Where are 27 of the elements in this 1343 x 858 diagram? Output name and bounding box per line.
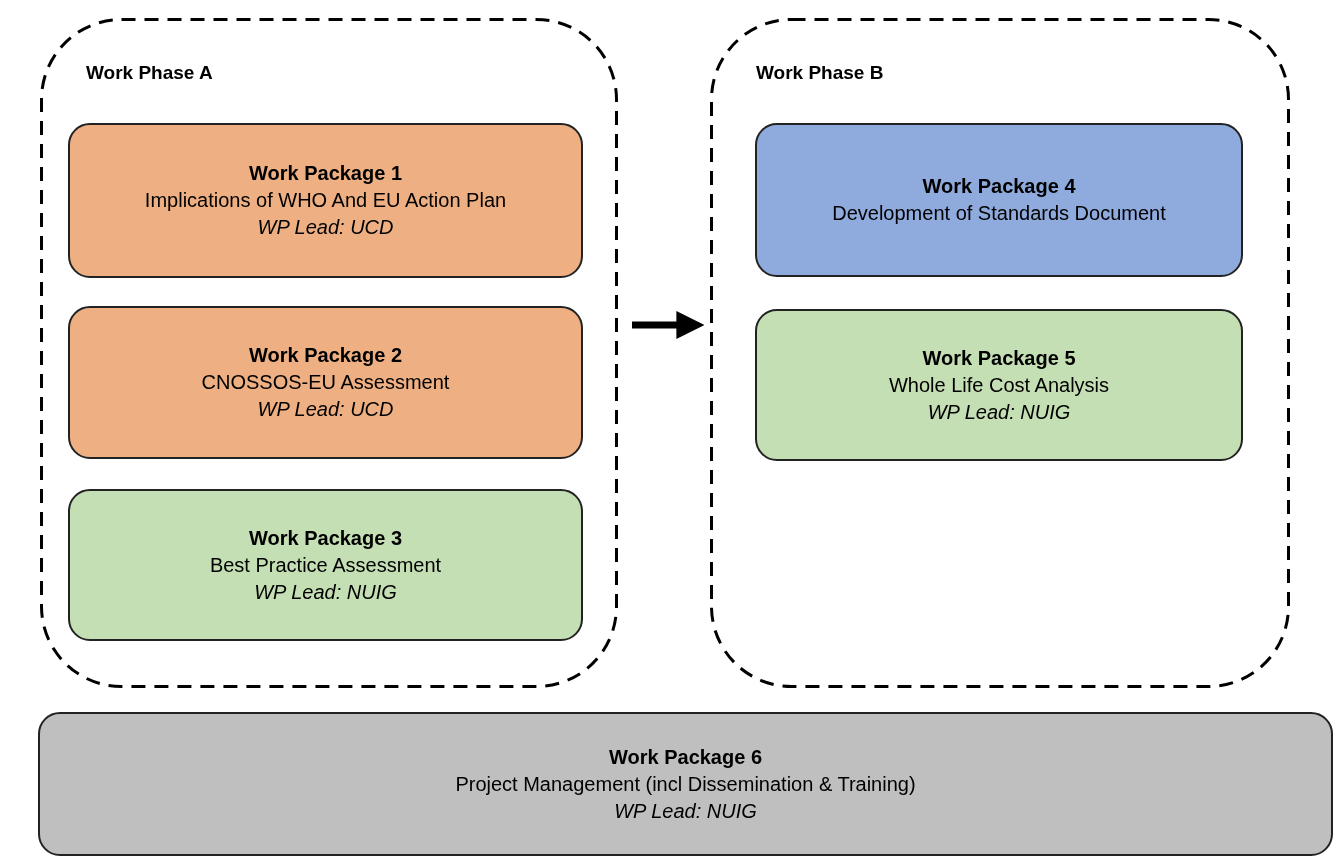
package-title: Work Package 4 — [922, 174, 1076, 199]
package-description: Implications of WHO And EU Action Plan — [144, 188, 507, 213]
phase-title: Work Phase A — [86, 62, 213, 84]
package-description: Whole Life Cost Analysis — [888, 372, 1110, 398]
work-package-box — [755, 123, 1243, 277]
package-title: Work Package 5 — [922, 345, 1076, 371]
package-lead: WP Lead: NUIG — [254, 579, 397, 605]
package-title: Work Package 6 — [608, 744, 762, 770]
work-package-box — [68, 306, 583, 459]
phase-title: Work Phase B — [756, 62, 884, 84]
package-lead: WP Lead: NUIG — [927, 399, 1071, 425]
package-description: CNOSSOS-EU Assessment — [201, 370, 450, 395]
work-package-box — [38, 712, 1333, 856]
work-package-box — [68, 123, 583, 278]
package-lead: WP Lead: NUIG — [614, 798, 757, 824]
package-description: Best Practice Assessment — [209, 552, 442, 578]
work-phase-region — [40, 18, 618, 688]
work-package-box — [755, 309, 1243, 461]
work-package-box — [68, 489, 583, 641]
package-description: Project Management (incl Dissemination & Training) — [455, 771, 916, 797]
package-title: Work Package 1 — [248, 161, 402, 186]
package-lead: WP Lead: UCD — [257, 215, 394, 240]
package-lead: WP Lead: UCD — [257, 397, 394, 422]
package-description: Development of Standards Document — [832, 201, 1166, 226]
package-title: Work Package 3 — [248, 525, 402, 551]
work-phase-region — [710, 18, 1290, 688]
package-title: Work Package 2 — [248, 343, 402, 368]
